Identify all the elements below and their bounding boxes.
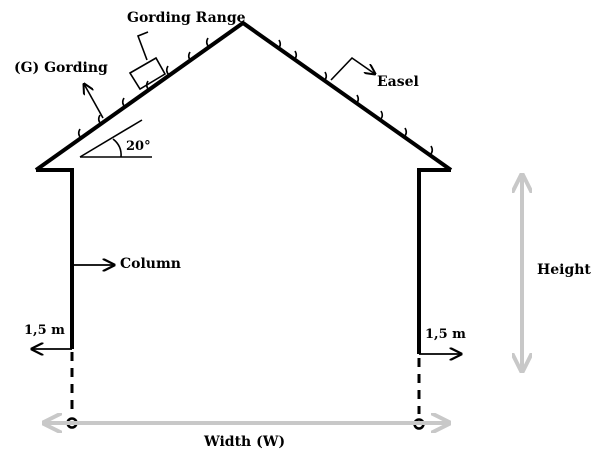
foundation-right bbox=[413, 358, 425, 430]
right-column bbox=[417, 168, 451, 354]
angle-label: 20° bbox=[126, 139, 151, 154]
left-offset-label: 1,5 m bbox=[24, 323, 65, 338]
width-label: Width (W) bbox=[203, 434, 285, 450]
roof bbox=[34, 20, 453, 172]
gording-range-symbol bbox=[128, 31, 167, 91]
left-column bbox=[36, 168, 74, 349]
column-label: Column bbox=[120, 256, 181, 272]
roof-rafters bbox=[34, 20, 453, 172]
gording-range-label: Gording Range bbox=[127, 10, 246, 26]
gording-label: (G) Gording bbox=[14, 60, 108, 76]
height-label: Height bbox=[537, 262, 591, 278]
foundation-left bbox=[66, 352, 78, 429]
angle-arc bbox=[112, 138, 122, 158]
easel-arrow bbox=[330, 56, 375, 81]
gording-arrow bbox=[84, 84, 104, 119]
right-offset-label: 1,5 m bbox=[425, 327, 466, 342]
angle-inclined-line bbox=[79, 119, 143, 158]
angle-indicator bbox=[79, 119, 152, 158]
easel-label: Easel bbox=[377, 74, 419, 90]
gording-range-arrow bbox=[136, 31, 149, 61]
purlin-marks bbox=[77, 37, 434, 156]
gording-range-box bbox=[128, 56, 167, 91]
